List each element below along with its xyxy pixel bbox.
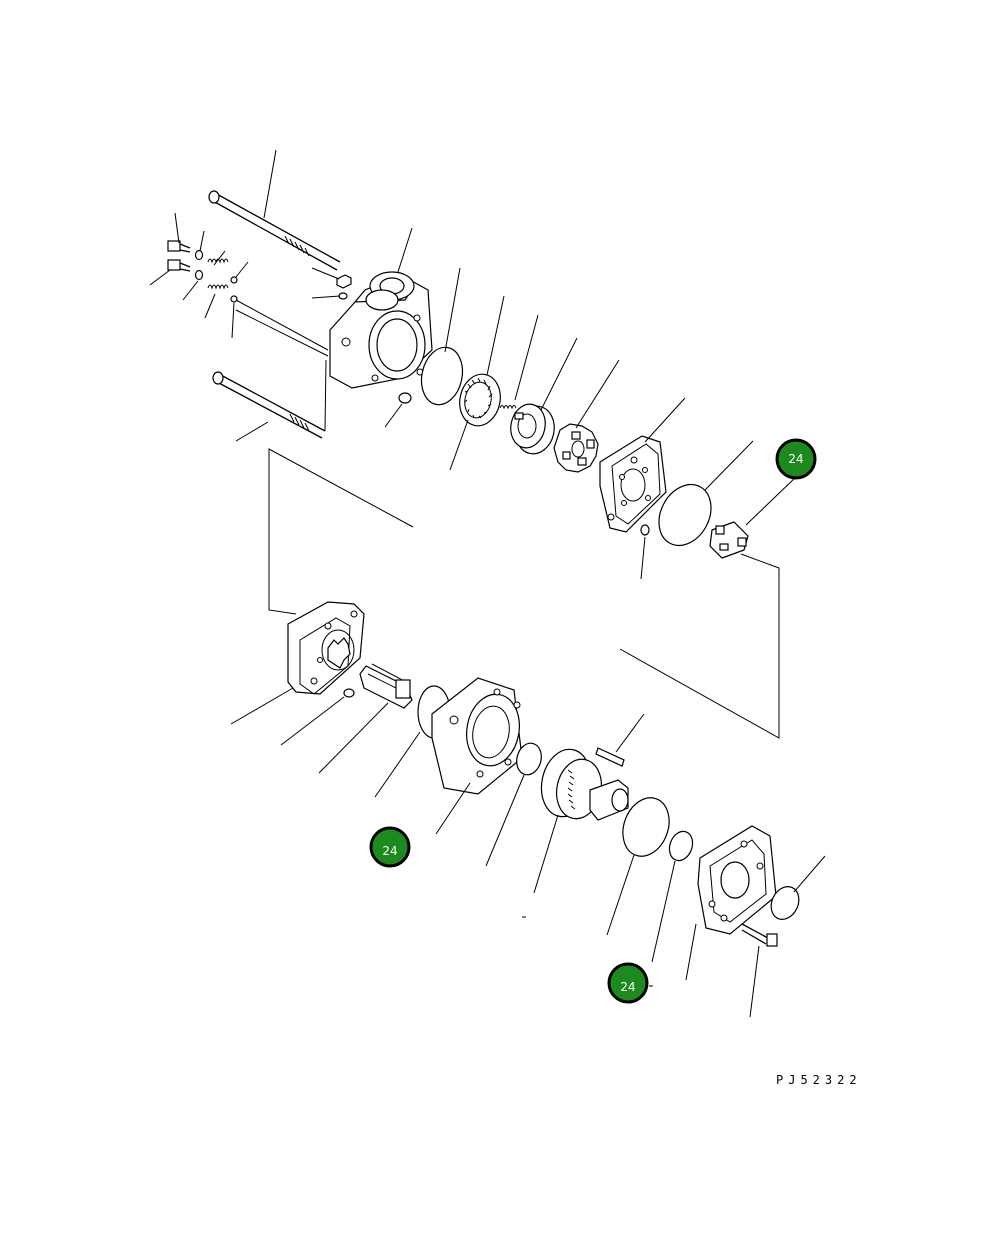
o-ring-lower	[622, 797, 670, 857]
o-ring-right	[658, 483, 712, 547]
rotor	[553, 423, 599, 473]
plugs	[336, 274, 352, 300]
end-cover	[697, 825, 777, 935]
callout-label: 24	[382, 844, 397, 858]
callout-label: 24	[620, 980, 635, 994]
washers	[194, 249, 204, 281]
shaft-key	[595, 747, 625, 767]
long-bolt-bottom	[212, 371, 326, 439]
o-ring-upper	[420, 346, 464, 406]
coupling	[709, 521, 749, 559]
small-bolt-1	[167, 240, 191, 253]
oil-seal	[770, 886, 800, 920]
output-shaft	[540, 748, 629, 821]
leader-lines	[149, 149, 826, 1018]
long-bolt-top	[208, 190, 341, 271]
gear-case	[417, 677, 523, 795]
valve-housing	[329, 271, 433, 389]
plate-pin	[640, 524, 650, 536]
cover-bolt	[741, 923, 778, 947]
small-spring	[499, 405, 517, 410]
bearing	[459, 373, 501, 427]
lower-pin	[343, 688, 355, 698]
port-plate-lower	[287, 601, 365, 695]
small-bolt-2	[167, 259, 191, 272]
spline-shaft	[359, 663, 413, 709]
drive-gear	[510, 403, 555, 455]
callout-badge-24-upper-right: 24	[775, 438, 817, 480]
seal-ring	[516, 742, 542, 776]
springs	[207, 258, 229, 290]
assembly-lines	[268, 359, 780, 739]
callout-badge-24-bottom: 24	[607, 962, 649, 1004]
balls	[230, 276, 238, 303]
snap-ring	[668, 830, 694, 862]
callout-label: 24	[788, 452, 803, 466]
port-plate-upper	[599, 435, 667, 533]
callout-badge-24-middle-left: 24	[369, 826, 411, 868]
drawing-code: PJ52322	[776, 1073, 862, 1087]
housing-pin	[398, 392, 412, 404]
